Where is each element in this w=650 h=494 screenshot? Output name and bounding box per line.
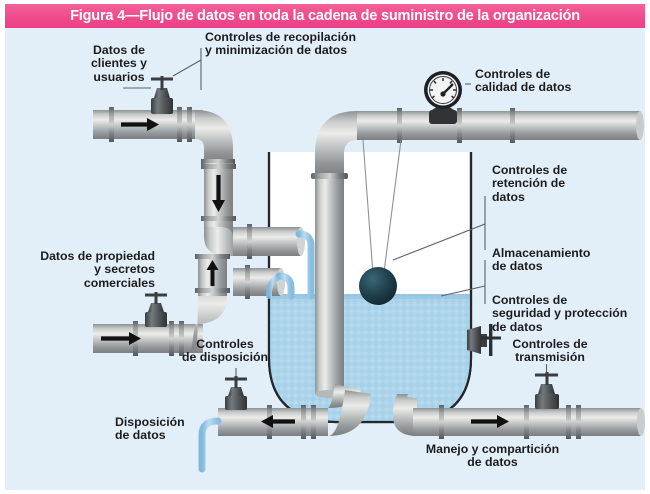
leader-storage [440, 285, 486, 297]
handling-outflow-arrow [471, 415, 509, 428]
customer-data-inlet-pipe [93, 107, 203, 142]
diagram-canvas: Datos de clientes y usuarios Controles d… [5, 28, 645, 490]
upper-discharge-pipe [233, 224, 305, 259]
label-transmission-controls: Controles de transmisión [512, 337, 588, 365]
label-customer-data: Datos de clientes y usuarios [90, 43, 148, 84]
label-proprietary-data: Datos de propiedad y secretos comerciale… [40, 249, 155, 290]
disposal-outlet-pipe [218, 384, 371, 439]
security-controls-valve [467, 324, 501, 356]
tank-riser-pipe [311, 173, 348, 398]
inlet-elbow-down [195, 110, 235, 164]
label-quality-controls: Controles de calidad de datos [475, 67, 572, 95]
proprietary-controls-valve [145, 292, 167, 327]
proprietary-inflow-arrow [101, 332, 141, 345]
label-storage: Almacenamiento de datos [492, 246, 591, 274]
label-retention-controls: Controles de retención de datos [492, 163, 568, 204]
leader-retention [392, 223, 486, 261]
proprietary-uppipe-arrow [206, 260, 219, 286]
label-disposal-controls: Controles de disposición [181, 337, 269, 365]
disposal-water-stream [198, 417, 222, 473]
downpipe-arrow [212, 175, 225, 212]
label-security-controls: Controles de seguridad y protección de d… [492, 293, 628, 334]
transmission-controls-valve [535, 372, 559, 409]
tank-riser-elbow [315, 111, 357, 176]
float-ball-icon [359, 139, 402, 305]
leader-collection [172, 59, 202, 77]
handling-sharing-pipe [392, 394, 645, 439]
figure-title-bar: Figura 4—Flujo de datos en toda la caden… [5, 4, 645, 28]
top-horizontal-main-pipe [357, 108, 644, 143]
lower-discharge-pipe [233, 265, 285, 299]
figure-title: Figura 4—Flujo de datos en toda la caden… [70, 8, 580, 24]
disposal-controls-valve [225, 376, 247, 410]
pipeline-diagram [93, 48, 645, 473]
customer-inflow-arrow [121, 118, 159, 131]
water-streams [266, 230, 315, 300]
pressure-gauge-icon [424, 71, 462, 124]
proprietary-up-pipe [195, 254, 230, 296]
label-handling-sharing: Manejo y compartición de datos [425, 442, 560, 470]
proprietary-elbow-up [191, 278, 227, 353]
disposal-outflow-arrow [261, 415, 295, 428]
down-pipe [201, 163, 236, 223]
label-disposal-data: Disposición de datos [115, 415, 185, 443]
label-collection-controls: Controles de recopilación y minimización… [205, 30, 357, 58]
proprietary-data-inlet-pipe [93, 321, 203, 356]
leader-lines [123, 48, 548, 376]
collection-controls-valve [151, 76, 173, 114]
